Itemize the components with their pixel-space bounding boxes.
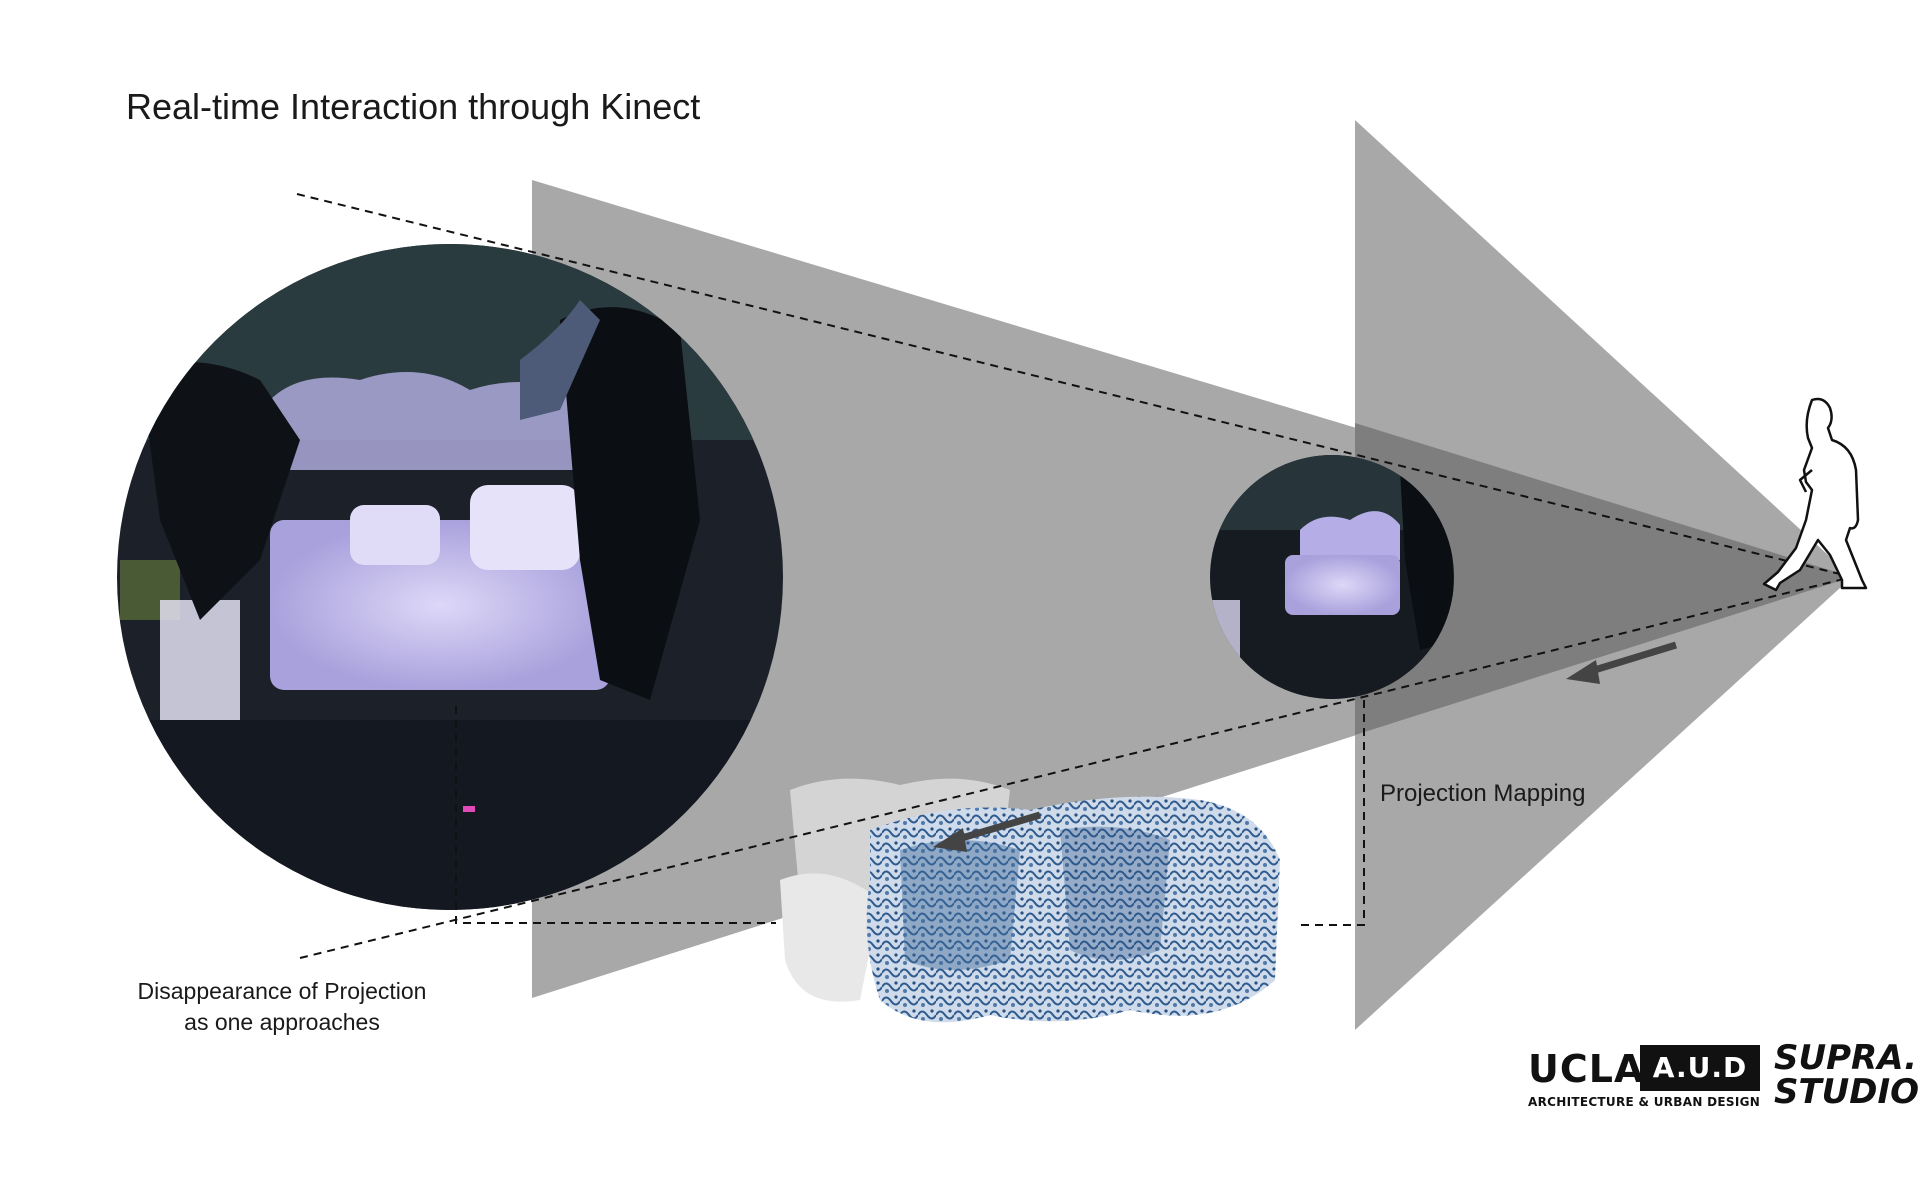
sculpture-render xyxy=(780,778,1280,1023)
logo-group: UCLA A.U.D ARCHITECTURE & URBAN DESIGN S… xyxy=(1528,1041,1919,1120)
leader-projection-mapping xyxy=(1300,700,1365,926)
cone-overlap xyxy=(1355,423,1852,735)
caption-projection-mapping: Projection Mapping xyxy=(1380,780,1586,807)
ucla-logo: UCLA xyxy=(1528,1047,1645,1091)
supra-studio-logo: SUPRA. STUDIO xyxy=(1774,1041,1919,1109)
kinect-photo-small xyxy=(1210,455,1454,699)
caption-disappearance: Disappearance of Projection as one appro… xyxy=(112,976,452,1038)
aud-logo: A.U.D xyxy=(1640,1045,1760,1091)
arrow-left-icon xyxy=(1566,641,1678,684)
caption-disappearance-line2: as one approaches xyxy=(184,1009,380,1035)
supra-logo-line1: SUPRA. xyxy=(1774,1038,1918,1078)
walking-person-icon xyxy=(1762,397,1868,592)
aud-subtitle: ARCHITECTURE & URBAN DESIGN xyxy=(1528,1095,1761,1109)
supra-logo-line2: STUDIO xyxy=(1774,1072,1920,1112)
leader-disappearance xyxy=(455,706,776,924)
arrow-left-icon xyxy=(933,811,1041,852)
caption-disappearance-line1: Disappearance of Projection xyxy=(137,978,427,1004)
diagram-title: Real-time Interaction through Kinect xyxy=(126,86,701,127)
